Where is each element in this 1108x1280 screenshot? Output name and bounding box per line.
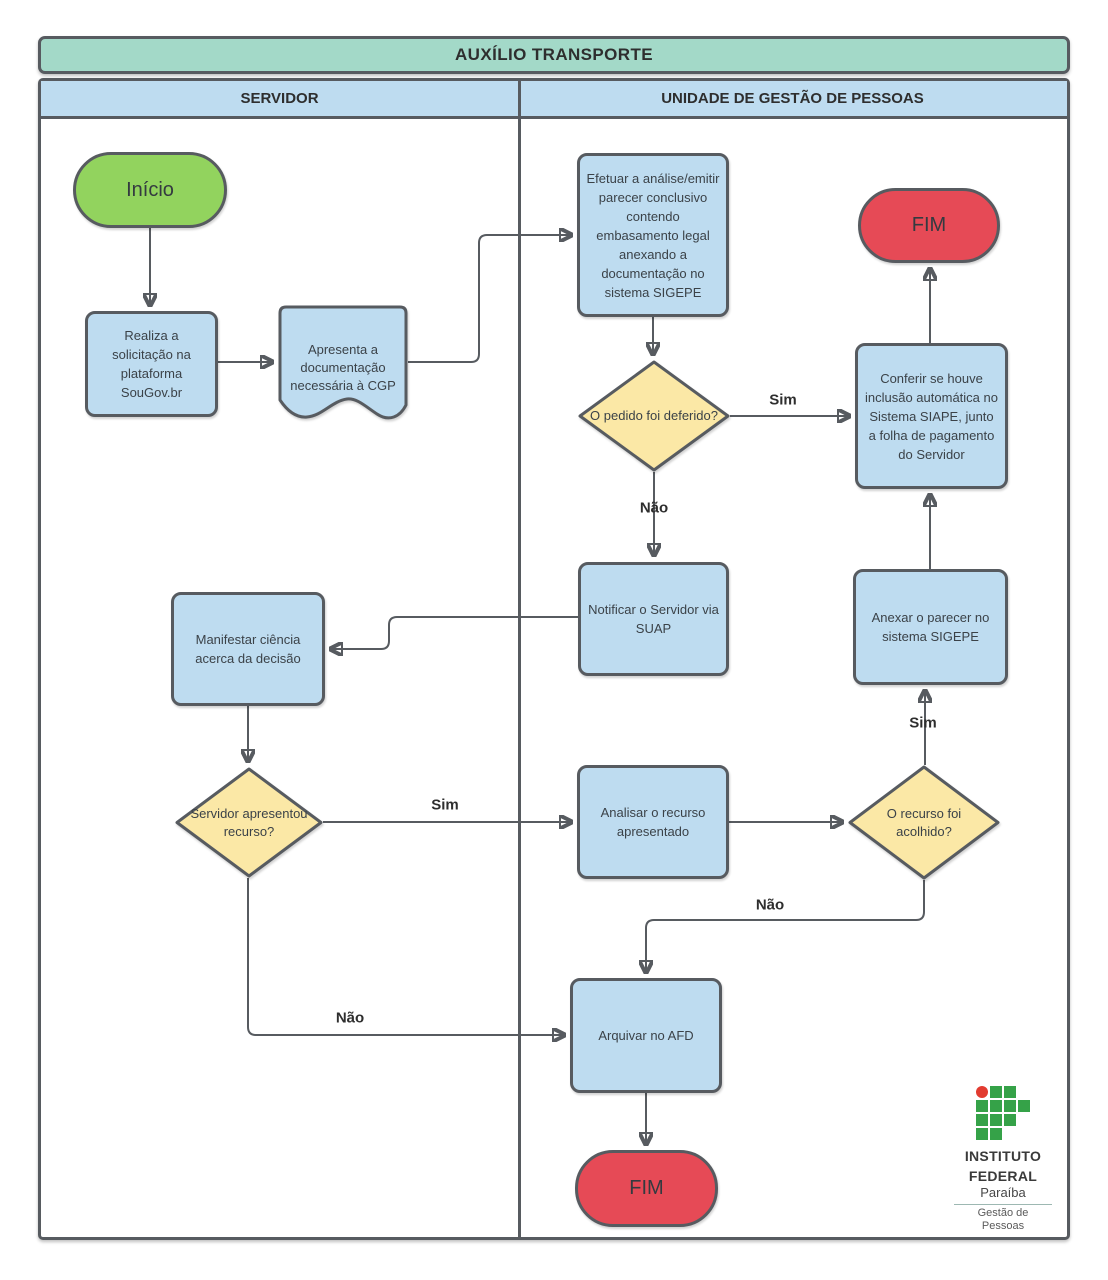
decision-recurso-acolhido: O recurso foi acolhido?: [848, 765, 1000, 880]
process-label: Efetuar a análise/emitir parecer conclus…: [586, 170, 720, 300]
decision-label: O pedido foi deferido?: [590, 408, 718, 423]
process-manifestar-ciencia: Manifestar ciência acerca da decisão: [171, 592, 325, 706]
logo-text-federal: FEDERAL: [968, 1168, 1038, 1184]
logo-divider: [954, 1204, 1052, 1205]
logo-square: [976, 1128, 988, 1140]
process-anexar-parecer: Anexar o parecer no sistema SIGEPE: [853, 569, 1008, 685]
start-node-label: Início: [126, 178, 174, 201]
logo-square: [990, 1100, 1002, 1112]
diagram-title: AUXÍLIO TRANSPORTE: [38, 36, 1070, 74]
edge-label-deferido-sim: Sim: [769, 391, 797, 409]
logo-square: [1018, 1100, 1030, 1112]
logo-square: [976, 1114, 988, 1126]
logo-square: [1004, 1114, 1016, 1126]
diamond-shape: [848, 765, 1000, 880]
lane-divider: [518, 81, 521, 1237]
process-conferir-inclusao: Conferir se houve inclusão automática no…: [855, 343, 1008, 489]
logo-square: [990, 1128, 1002, 1140]
diagram-title-text: AUXÍLIO TRANSPORTE: [455, 45, 653, 64]
ifpb-logo: INSTITUTO FEDERAL Paraíba Gestão de Pess…: [948, 1086, 1058, 1233]
process-label: Manifestar ciência acerca da decisão: [195, 632, 301, 666]
process-label: Analisar o recurso apresentado: [600, 805, 706, 839]
diamond-shape: [578, 360, 730, 472]
logo-red-dot: [976, 1086, 988, 1098]
process-label: Arquivar no AFD: [598, 1028, 694, 1043]
edge-label-recurso-nao: Não: [335, 1009, 365, 1027]
logo-square: [990, 1086, 1002, 1098]
process-notificar-servidor: Notificar o Servidor via SUAP: [578, 562, 729, 676]
lane-header-row: SERVIDOR UNIDADE DE GESTÃO DE PESSOAS: [41, 81, 1067, 119]
logo-text-pessoas: Pessoas: [981, 1220, 1025, 1232]
logo-text-gestao: Gestão de: [977, 1207, 1029, 1219]
decision-pedido-deferido: O pedido foi deferido?: [578, 360, 730, 472]
process-label: Realiza a solicitação na plataforma SouG…: [112, 328, 191, 400]
connector-recurso-nao-arquivar: [247, 878, 563, 1035]
process-efetuar-analise: Efetuar a análise/emitir parecer conclus…: [577, 153, 729, 317]
process-label: Conferir se houve inclusão automática no…: [865, 370, 998, 462]
decision-servidor-apresentou-recurso: Servidor apresentou recurso?: [175, 767, 323, 878]
end-node-label: FIM: [911, 214, 947, 236]
decision-label: Servidor apresentou recurso?: [190, 805, 308, 839]
connector-notificar-manifestar: [332, 616, 578, 649]
edge-label-acolhido-nao: Não: [755, 896, 785, 914]
logo-text-paraiba: Paraíba: [980, 1185, 1026, 1200]
document-label: Apresenta a documentação necessária à CG…: [290, 341, 396, 393]
diamond-shape: [175, 767, 323, 878]
logo-square: [990, 1114, 1002, 1126]
end-node-fim-top: FIM: [858, 188, 1000, 263]
process-analisar-recurso: Analisar o recurso apresentado: [577, 765, 729, 879]
connector-apresenta-efetuar: [408, 235, 570, 363]
lane-header-ugp: UNIDADE DE GESTÃO DE PESSOAS: [661, 90, 924, 107]
connector-acolhido-nao-arquivar: [646, 880, 925, 971]
logo-square: [976, 1100, 988, 1112]
edge-label-deferido-nao: Não: [639, 499, 669, 517]
process-realiza-solicitacao: Realiza a solicitação na plataforma SouG…: [85, 311, 218, 417]
end-node-label: FIM: [629, 1177, 664, 1199]
process-label: Notificar o Servidor via SUAP: [588, 602, 719, 636]
document-shape: [278, 305, 408, 420]
start-node-inicio: Início: [73, 152, 227, 228]
ifpb-logo-icon: [974, 1086, 1032, 1144]
logo-square: [1004, 1100, 1016, 1112]
process-arquivar-afd: Arquivar no AFD: [570, 978, 722, 1093]
document-apresenta-documentacao: Apresenta a documentação necessária à CG…: [278, 305, 408, 430]
end-node-fim-bottom: FIM: [575, 1150, 718, 1227]
edge-label-recurso-sim: Sim: [431, 796, 459, 814]
lane-header-servidor: SERVIDOR: [240, 90, 319, 107]
process-label: Anexar o parecer no sistema SIGEPE: [871, 610, 990, 644]
logo-text-instituto: INSTITUTO: [964, 1148, 1042, 1164]
logo-square: [1004, 1086, 1016, 1098]
edge-label-acolhido-sim: Sim: [909, 714, 937, 732]
decision-label: O recurso foi acolhido?: [886, 805, 962, 839]
